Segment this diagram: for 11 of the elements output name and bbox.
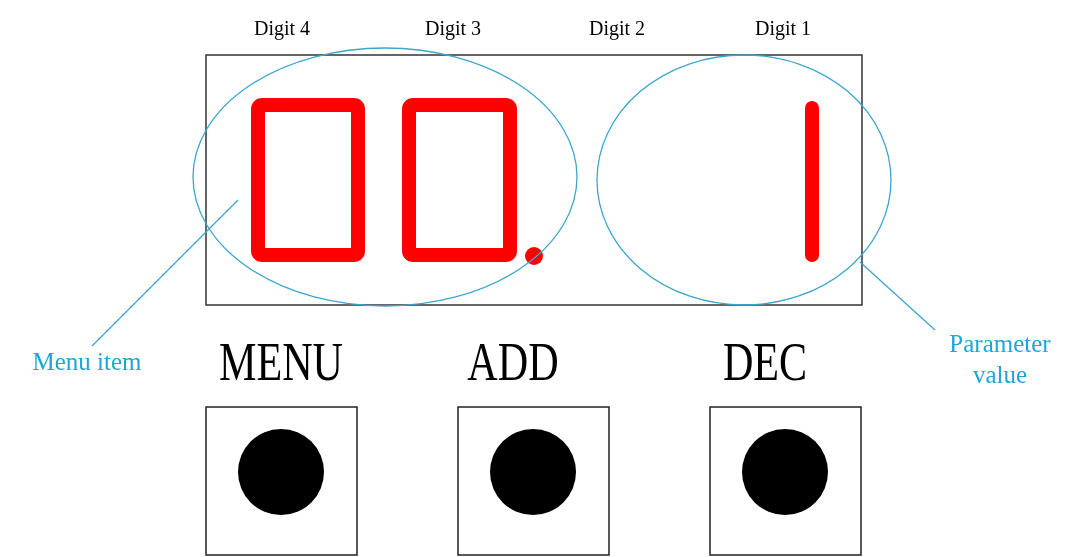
leader-line [859, 261, 936, 331]
button-label: ADD [467, 335, 559, 389]
digit-label: Digit 3 [424, 18, 482, 38]
callout-text: Menu item [12, 346, 162, 380]
button-label: MENU [219, 335, 343, 389]
leader-line [91, 199, 239, 347]
digit-label: Digit 1 [754, 18, 812, 38]
digit-label: Digit 4 [253, 18, 311, 38]
digit-label: Digit 2 [588, 18, 646, 38]
button-label: DEC [722, 335, 808, 389]
callout-text: Parameter value [925, 328, 1070, 396]
